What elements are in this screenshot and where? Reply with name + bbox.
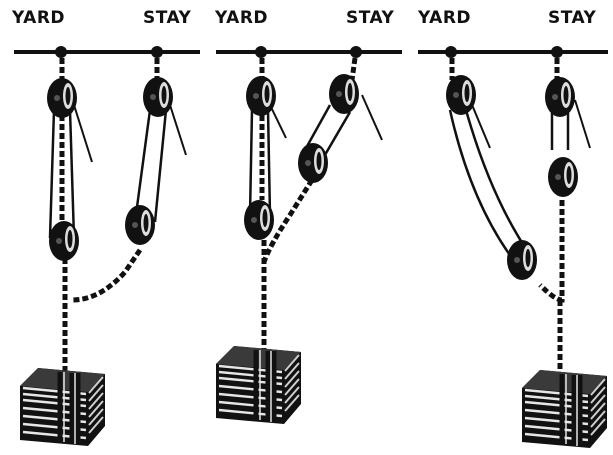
upper-block-yard-1 <box>47 78 77 118</box>
chain-2 <box>259 57 358 350</box>
upper-block-stay-2 <box>329 74 359 114</box>
stay-label-3: STAY <box>548 8 597 28</box>
rig-panel-2 <box>216 46 402 424</box>
rig-panel-3 <box>418 46 608 448</box>
upper-block-yard-2 <box>246 76 276 116</box>
yard-label-1: YARD <box>12 8 66 28</box>
stay-label-1: STAY <box>143 8 192 28</box>
yard-label-2: YARD <box>215 8 269 28</box>
lower-block-yard-3 <box>507 240 537 280</box>
lower-block-yard-1 <box>49 221 79 261</box>
lower-block-stay-2 <box>298 143 328 183</box>
upper-block-stay-3 <box>545 77 575 117</box>
cargo-bale-3 <box>522 370 607 448</box>
chain-1 <box>59 58 160 372</box>
chain-3 <box>449 58 565 372</box>
yard-label-3: YARD <box>418 8 472 28</box>
lower-block-stay-3 <box>548 157 578 197</box>
stay-label-2: STAY <box>346 8 395 28</box>
upper-block-yard-3 <box>446 75 476 115</box>
rig-panel-1 <box>14 46 200 446</box>
lower-block-yard-2 <box>244 200 274 240</box>
upper-block-stay-1 <box>143 77 173 117</box>
cargo-bale-1 <box>20 368 105 446</box>
cargo-bale-2 <box>216 346 301 424</box>
lower-block-stay-1 <box>125 205 155 245</box>
